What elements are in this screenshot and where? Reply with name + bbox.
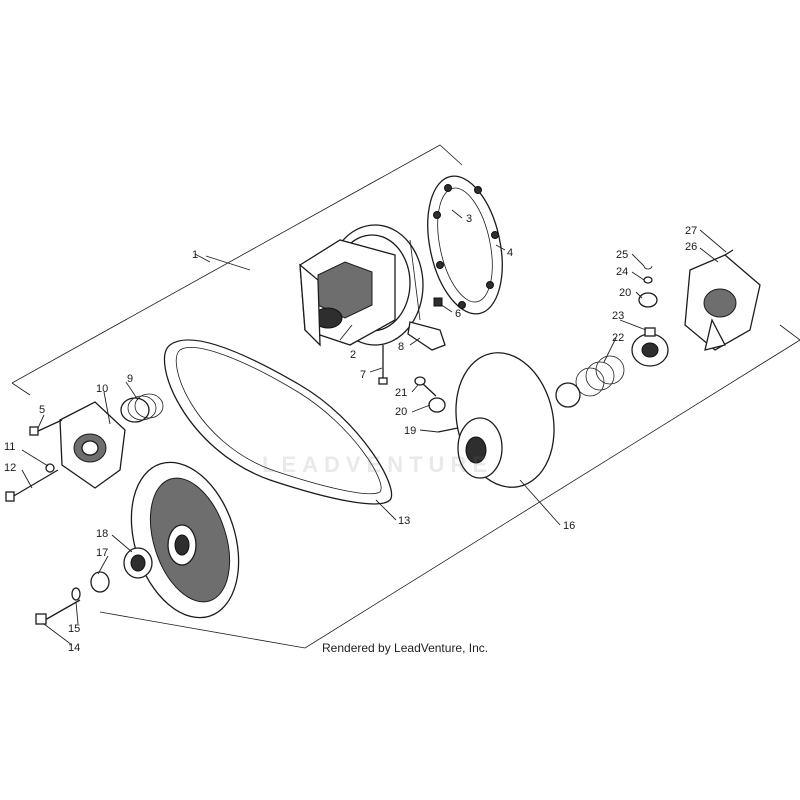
primary-clutch-housing xyxy=(299,224,424,347)
bolt-21 xyxy=(414,376,437,397)
callout-24: 24 xyxy=(616,266,628,278)
callout-14: 14 xyxy=(68,642,80,654)
bolt-5 xyxy=(29,419,63,436)
bolt-12 xyxy=(5,469,59,502)
helix-cam-23 xyxy=(631,327,669,367)
secondary-spider-plate xyxy=(59,401,126,489)
callout-20-upper: 20 xyxy=(619,287,631,299)
screw-27 xyxy=(724,249,734,256)
callout-12: 12 xyxy=(4,462,16,474)
movable-sheave xyxy=(455,352,555,488)
callout-18: 18 xyxy=(96,528,108,540)
callout-1: 1 xyxy=(192,249,198,261)
callout-22: 22 xyxy=(612,332,624,344)
bolt-7 xyxy=(378,345,388,385)
assembly-bracket-16 xyxy=(99,324,800,649)
callout-6: 6 xyxy=(455,308,461,320)
washer-24 xyxy=(643,276,653,284)
washer-15 xyxy=(71,587,81,601)
pin-19 xyxy=(437,427,459,433)
bolt-14 xyxy=(35,599,81,625)
roller-20-lower xyxy=(428,397,446,413)
leader-lines xyxy=(21,209,727,646)
bearing-18 xyxy=(123,547,153,579)
credit-text: Rendered by LeadVenture, Inc. xyxy=(322,641,489,655)
callout-20-lower: 20 xyxy=(395,406,407,418)
callout-19: 19 xyxy=(404,425,416,437)
callout-17: 17 xyxy=(96,547,108,559)
callout-16: 16 xyxy=(563,520,575,532)
callout-21: 21 xyxy=(395,387,407,399)
callout-4: 4 xyxy=(507,247,513,259)
clip-25 xyxy=(643,265,653,270)
clutch-cover-26 xyxy=(684,254,761,351)
callout-2: 2 xyxy=(350,349,356,361)
callout-10: 10 xyxy=(96,383,108,395)
callout-3: 3 xyxy=(466,213,472,225)
spring-9 xyxy=(120,393,164,423)
callout-11: 11 xyxy=(4,441,15,453)
roller-20-upper xyxy=(638,292,658,308)
spacer-17 xyxy=(90,571,110,593)
callout-labels: 1 2 3 4 5 6 7 8 9 10 11 12 13 14 15 16 1… xyxy=(4,213,697,654)
callout-13: 13 xyxy=(398,515,410,527)
callout-23: 23 xyxy=(612,310,624,322)
callout-8: 8 xyxy=(398,341,404,353)
callout-7: 7 xyxy=(360,369,366,381)
secondary-fixed-sheave xyxy=(130,461,240,619)
callout-9: 9 xyxy=(127,373,133,385)
callout-15: 15 xyxy=(68,623,80,635)
assembly-bracket-1 xyxy=(11,144,463,396)
callout-26: 26 xyxy=(685,241,697,253)
drive-belt-13 xyxy=(163,339,393,505)
callout-25: 25 xyxy=(616,249,628,261)
callout-5: 5 xyxy=(39,404,45,416)
cover-plate-4 xyxy=(427,175,503,315)
cam-arm-8 xyxy=(407,321,446,351)
watermark-text: LEADVENTURE xyxy=(262,452,494,477)
callout-27: 27 xyxy=(685,225,697,237)
spring-22 xyxy=(555,355,625,408)
nut-6 xyxy=(433,297,443,307)
